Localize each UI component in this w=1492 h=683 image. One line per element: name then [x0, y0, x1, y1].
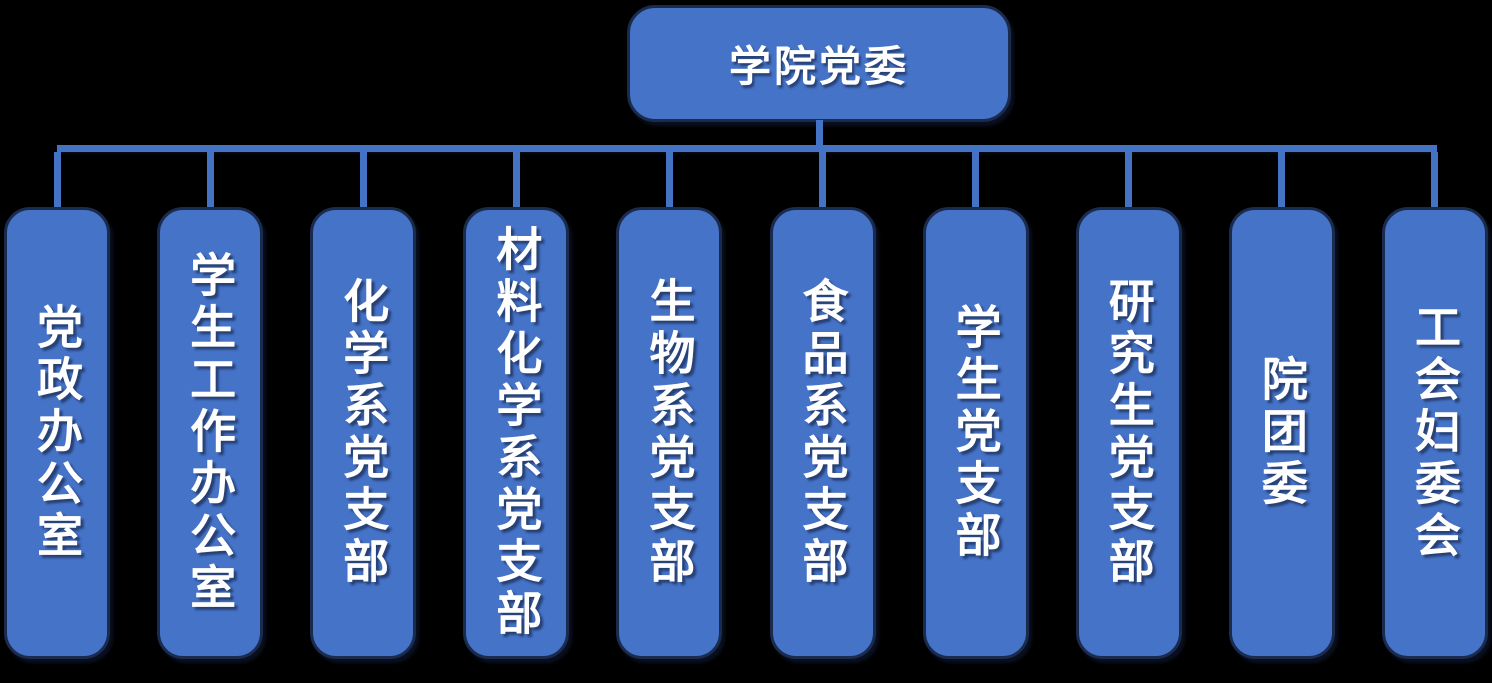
org-node-box: 化学系党支部 [310, 207, 417, 659]
org-node-column: 研究生党支部 [1075, 152, 1182, 683]
connector-drop-line [972, 152, 980, 207]
org-node-label: 食品系党支部 [796, 277, 849, 589]
org-node-column: 党政办公室 [4, 152, 110, 683]
org-node-box: 院团委 [1228, 207, 1335, 659]
org-node-box: 学生党支部 [922, 207, 1029, 659]
org-node-column: 化学系党支部 [310, 152, 417, 683]
org-node-box: 工会妇委会 [1381, 207, 1488, 659]
org-node-column: 生物系党支部 [616, 152, 723, 683]
org-node-column: 学生党支部 [922, 152, 1029, 683]
org-node-column: 工会妇委会 [1381, 152, 1488, 683]
org-node-label: 材料化学系党支部 [490, 225, 543, 641]
connector-drop-line [1278, 152, 1286, 207]
connector-drop-line [1431, 152, 1439, 207]
connector-drop-line [359, 152, 367, 207]
org-node-label: 研究生党支部 [1102, 277, 1155, 589]
org-node-column: 食品系党支部 [769, 152, 876, 683]
child-nodes-row: 党政办公室 学生工作办公室 化学系党支部 材料化学系党支部 生物系党支部 [0, 152, 1492, 683]
org-node-label: 院团委 [1255, 355, 1308, 511]
org-node-label: 学生党支部 [949, 303, 1002, 563]
connector-drop-line [53, 152, 61, 207]
org-node-label: 党政办公室 [31, 303, 83, 563]
org-node-box: 党政办公室 [4, 207, 110, 659]
org-node-column: 材料化学系党支部 [463, 152, 570, 683]
org-node-column: 院团委 [1228, 152, 1335, 683]
org-node-box: 生物系党支部 [616, 207, 723, 659]
org-node-column: 学生工作办公室 [157, 152, 264, 683]
org-node-label: 生物系党支部 [643, 277, 696, 589]
connector-drop-line [819, 152, 827, 207]
org-node-label: 工会妇委会 [1408, 303, 1461, 563]
root-node-label: 学院党委 [728, 43, 909, 90]
org-node-box: 材料化学系党支部 [463, 207, 570, 659]
connector-drop-line [206, 152, 214, 207]
org-node-label: 学生工作办公室 [184, 251, 237, 615]
connector-drop-line [512, 152, 520, 207]
root-node-box: 学院党委 [627, 5, 1011, 122]
org-node-label: 化学系党支部 [337, 277, 390, 589]
connector-horizontal-line [57, 145, 1437, 152]
org-node-box: 食品系党支部 [769, 207, 876, 659]
connector-drop-line [665, 152, 673, 207]
connector-stub [816, 120, 823, 148]
org-node-box: 研究生党支部 [1075, 207, 1182, 659]
connector-drop-line [1125, 152, 1133, 207]
org-node-box: 学生工作办公室 [157, 207, 264, 659]
